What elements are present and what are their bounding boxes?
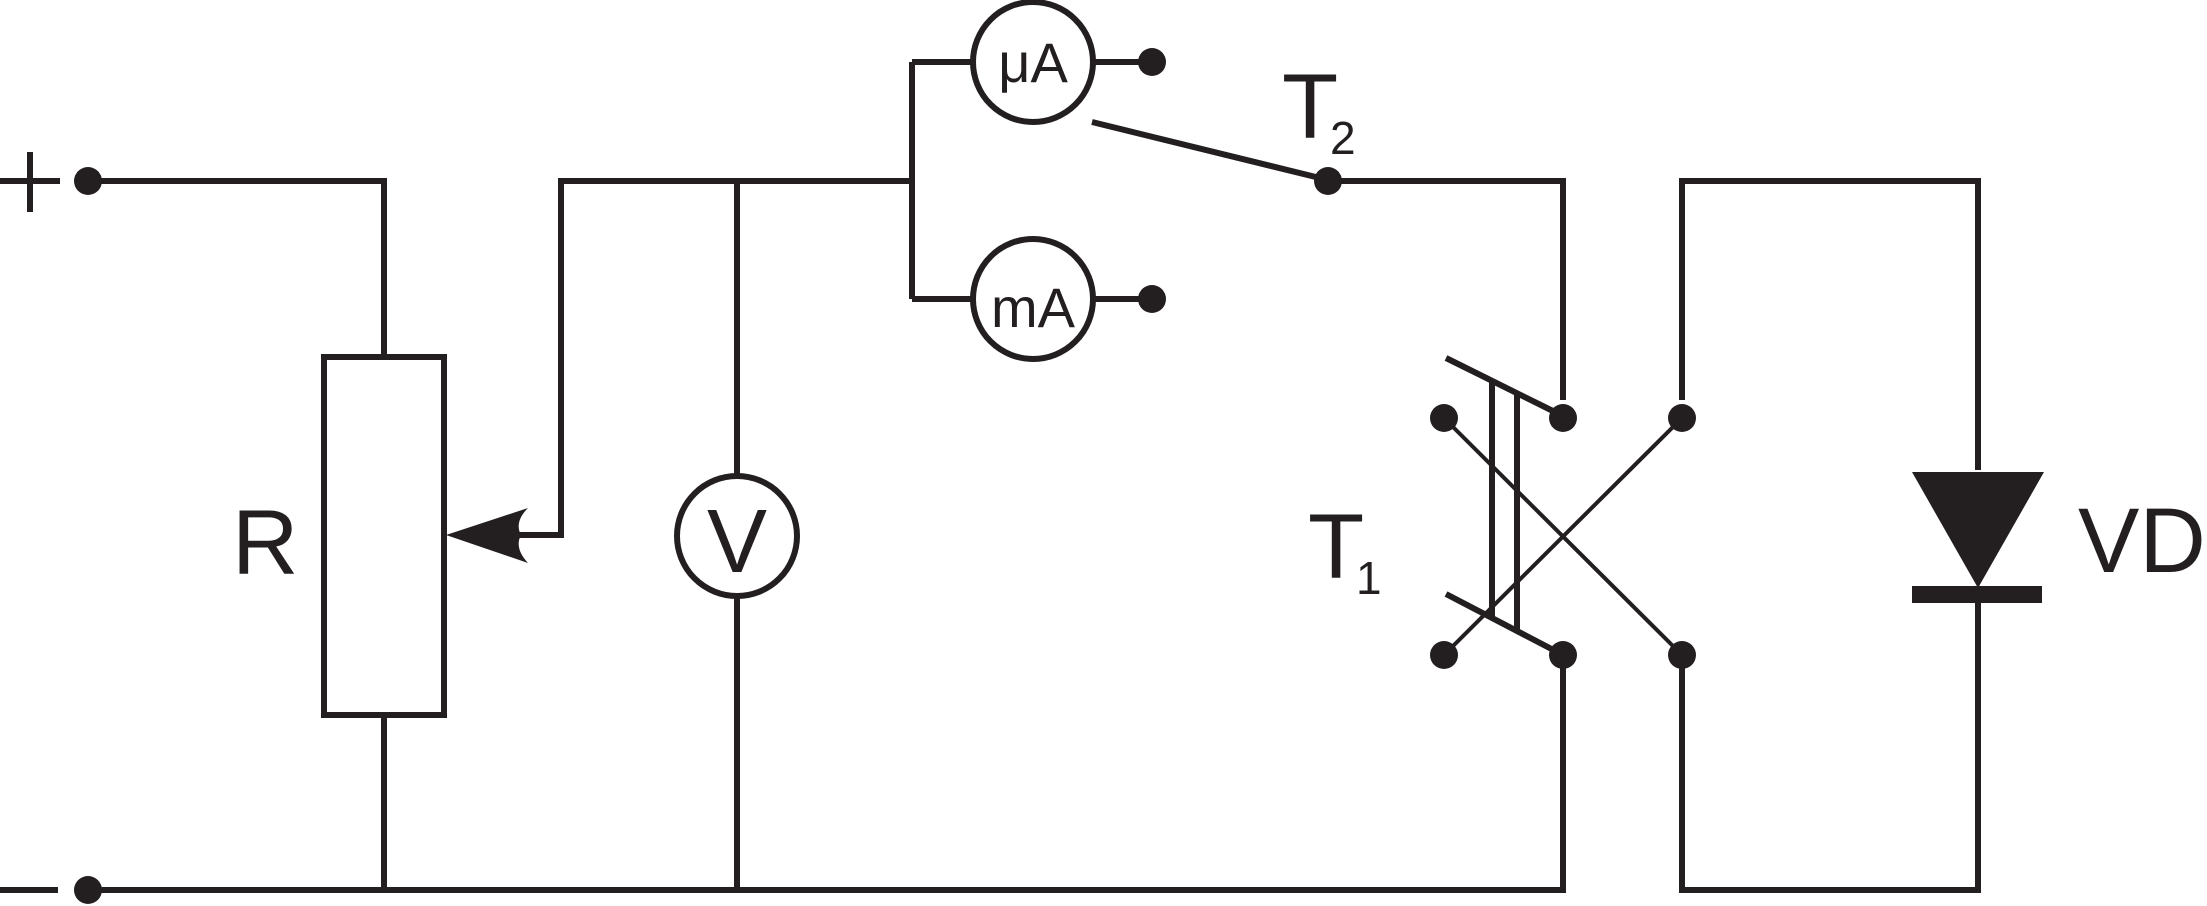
minus-terminal[interactable]: [0, 876, 102, 904]
wiring: [88, 59, 1981, 893]
svg-text:2: 2: [1330, 112, 1356, 164]
resistor-wiper[interactable]: [446, 508, 528, 563]
milliammeter: [970, 236, 1096, 362]
svg-text:T: T: [1282, 56, 1338, 158]
microammeter-label: μA: [998, 31, 1068, 94]
microammeter-terminal[interactable]: [1138, 48, 1166, 76]
resistor-label: R: [232, 492, 298, 594]
milliammeter-label: mA: [991, 276, 1076, 339]
svg-text:1: 1: [1356, 552, 1382, 604]
switch-t1[interactable]: [1430, 355, 1696, 669]
plus-terminal[interactable]: [0, 152, 102, 212]
microammeter: [970, 0, 1096, 125]
switch-t2-label: T 2: [1282, 56, 1356, 164]
voltmeter-label: V: [707, 492, 767, 592]
switch-t1-label: T 1: [1308, 496, 1382, 604]
switch-t2[interactable]: [1091, 119, 1342, 195]
diode-vd: [1912, 472, 2044, 603]
svg-text:T: T: [1308, 496, 1364, 598]
voltmeter: [674, 473, 800, 599]
milliammeter-terminal[interactable]: [1138, 285, 1166, 313]
diode-label: VD: [2078, 490, 2206, 592]
resistor-r: [321, 354, 447, 718]
